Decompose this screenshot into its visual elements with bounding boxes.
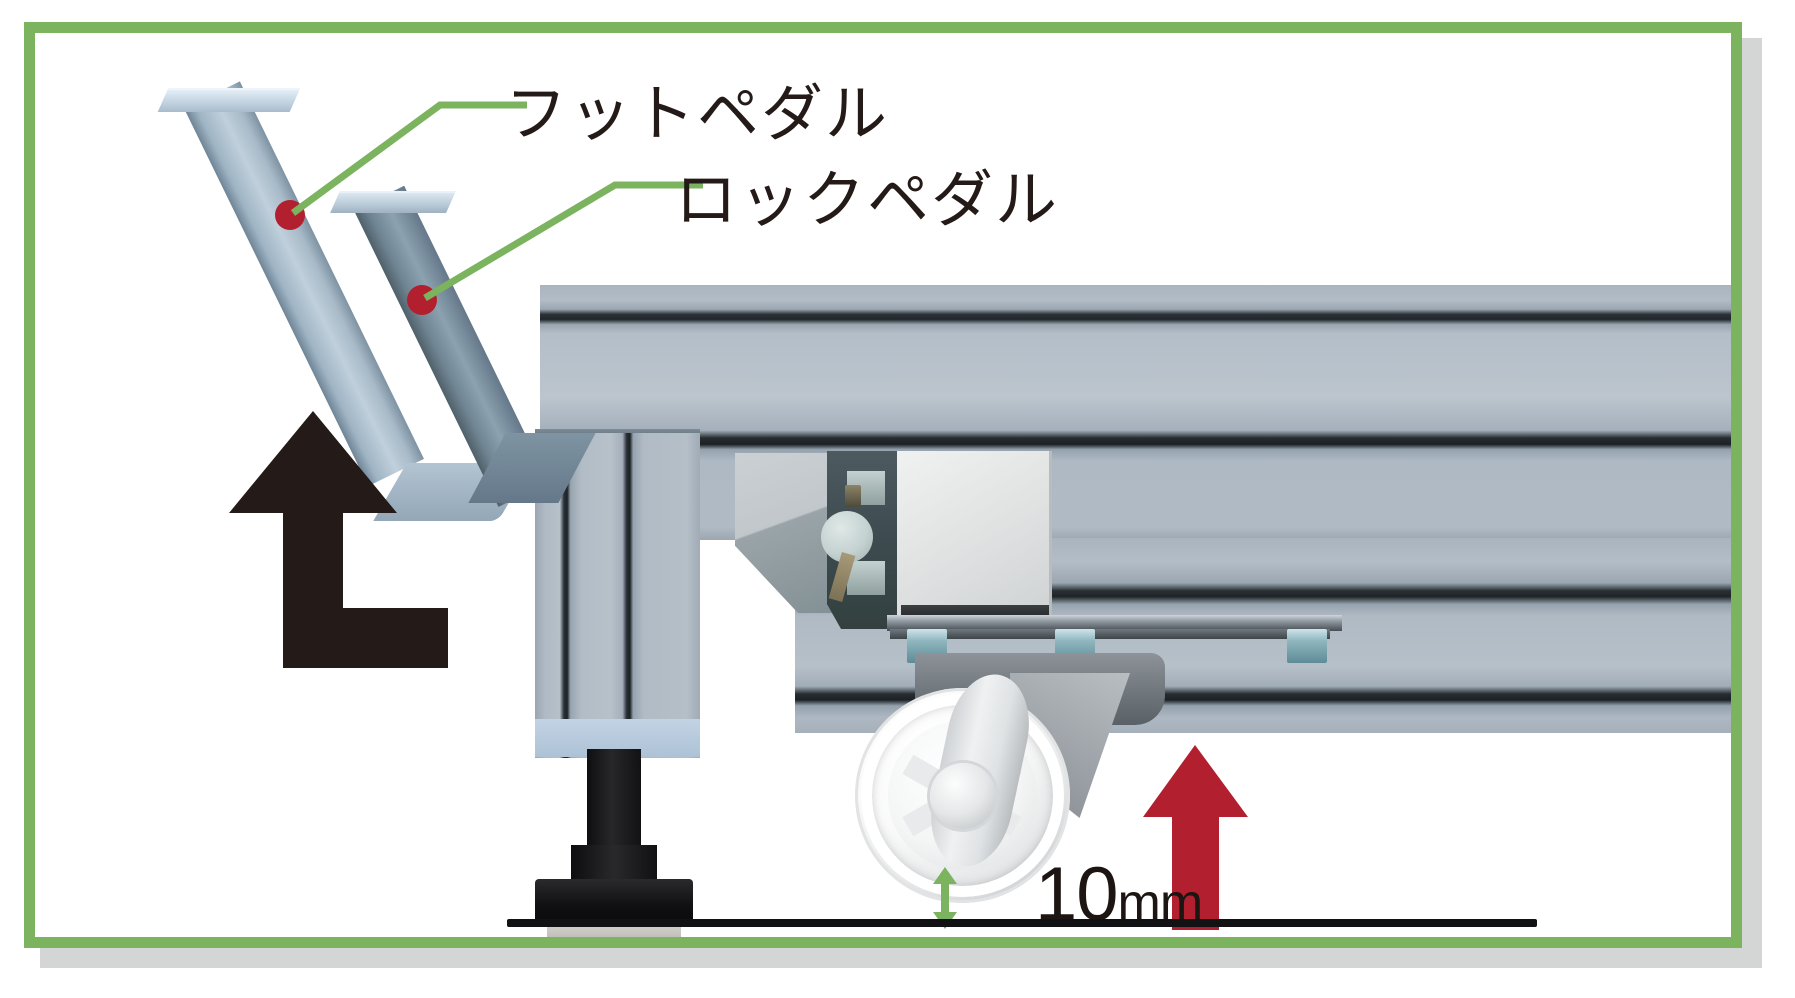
- caster-bolt-3: [1287, 629, 1327, 663]
- leveling-foot-stem: [587, 749, 641, 859]
- lock-slot-lower: [847, 561, 885, 595]
- foot-pedal-marker-dot: [275, 200, 305, 230]
- lock-mechanism-housing: [897, 451, 1052, 621]
- leveling-foot-collar: [571, 845, 657, 883]
- foot-pedal-plate: [157, 88, 301, 112]
- illustration-canvas: フットペダル ロックペダル 10mm: [35, 33, 1731, 937]
- foot-pedal-label: フットペダル: [505, 77, 890, 150]
- lock-pedal-marker-dot: [407, 285, 437, 315]
- pedal-lift-arrow-icon: [229, 411, 448, 668]
- lock-pedal-leader-line: [423, 181, 703, 302]
- lock-pedal-plate: [330, 191, 456, 213]
- leveling-foot-base: [535, 879, 693, 924]
- caster-wheel-hub: [930, 763, 996, 829]
- caster-mounting-plate-shadow: [890, 629, 1330, 639]
- dimension-arrow-icon: [933, 867, 957, 929]
- aluminum-extrusion-beam-upper: [540, 285, 1731, 540]
- floor-line: [507, 919, 1537, 927]
- lock-pedal-label: ロックペダル: [675, 163, 1060, 236]
- caster-lift-arrow-icon: [1143, 745, 1248, 930]
- caster-mounting-plate: [887, 615, 1342, 631]
- lock-screw: [845, 485, 861, 507]
